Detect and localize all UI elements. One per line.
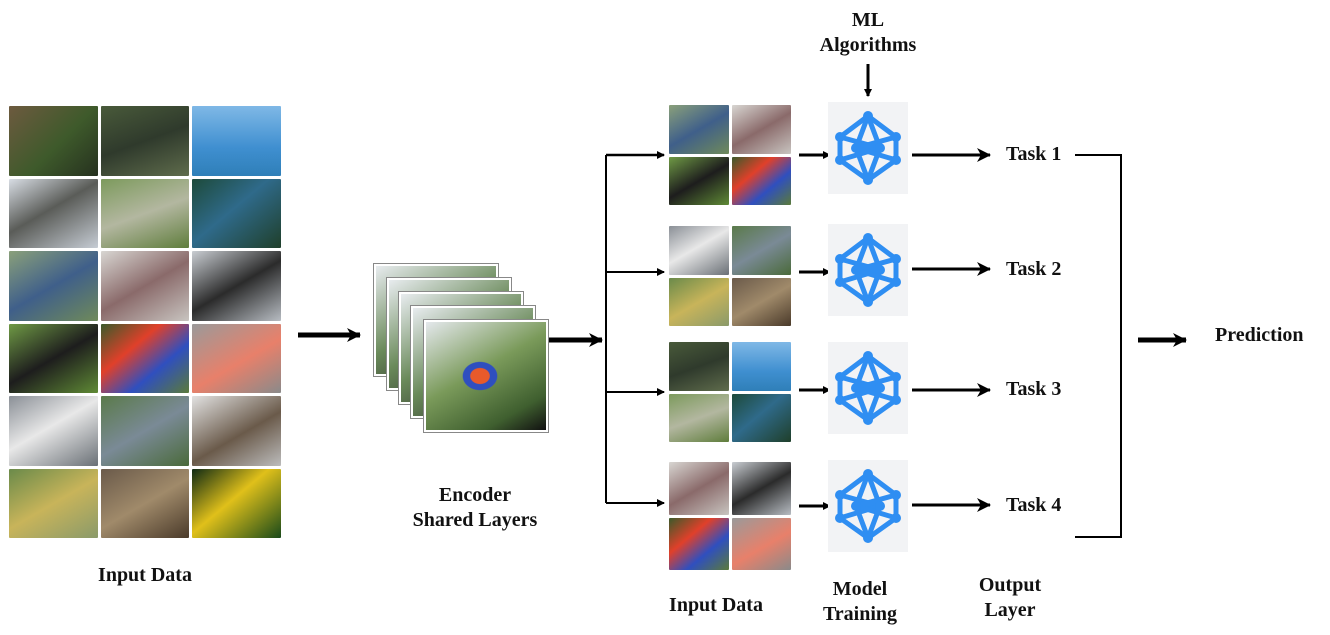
bird-photo-icon bbox=[9, 178, 98, 248]
input-data-image-grid bbox=[9, 106, 281, 538]
neural-network-icon bbox=[828, 224, 908, 316]
prediction-label: Prediction bbox=[1215, 324, 1304, 346]
bird-photo-icon bbox=[731, 156, 791, 205]
bird-photo-icon bbox=[731, 226, 791, 275]
neural-network-icon bbox=[828, 342, 908, 434]
task-bracket bbox=[1075, 154, 1122, 538]
model-training-line1: Model bbox=[832, 578, 888, 600]
bird-photo-icon bbox=[731, 342, 791, 391]
bird-photo-icon bbox=[192, 323, 281, 393]
encoder-layer-front bbox=[424, 320, 548, 432]
task-4-image-grid bbox=[669, 462, 791, 570]
task-1-label: Task 1 bbox=[1006, 143, 1062, 165]
bird-photo-icon bbox=[100, 323, 190, 393]
output-layer-line2: Layer bbox=[984, 599, 1036, 621]
input-data-2-label: Input Data bbox=[669, 594, 763, 616]
output-layer-label: Output Layer bbox=[940, 573, 1080, 623]
bird-photo-icon bbox=[669, 105, 729, 154]
bird-photo-icon bbox=[731, 277, 791, 326]
model-training-line2: Training bbox=[822, 603, 898, 625]
bird-photo-icon bbox=[9, 106, 98, 176]
task-2-label: Task 2 bbox=[1006, 258, 1062, 280]
task-3-image-grid bbox=[669, 342, 791, 442]
bird-photo-icon bbox=[100, 396, 190, 466]
bird-photo-icon bbox=[100, 251, 190, 321]
task-4-label: Task 4 bbox=[1006, 494, 1062, 516]
ml-algorithms-label: ML Algorithms bbox=[793, 8, 943, 58]
bird-photo-icon bbox=[9, 396, 98, 466]
encoder-label-line2: Shared Layers bbox=[412, 509, 538, 531]
task-3-label: Task 3 bbox=[1006, 378, 1062, 400]
bird-photo-icon bbox=[9, 323, 98, 393]
bird-photo-icon bbox=[192, 396, 281, 466]
bird-photo-icon bbox=[669, 277, 729, 326]
bird-photo-icon bbox=[669, 517, 729, 570]
bird-photo-icon bbox=[731, 517, 791, 570]
bird-photo-icon bbox=[669, 156, 729, 205]
input-data-label: Input Data bbox=[98, 564, 192, 586]
bird-photo-icon bbox=[100, 106, 190, 176]
task-1-image-grid bbox=[669, 105, 791, 205]
bird-photo-icon bbox=[9, 468, 98, 538]
task-2-image-grid bbox=[669, 226, 791, 326]
bird-photo-icon bbox=[669, 462, 729, 515]
ml-algorithms-line1: ML bbox=[851, 9, 885, 31]
bird-photo-icon bbox=[731, 393, 791, 442]
bird-photo-icon bbox=[192, 251, 281, 321]
ml-algorithms-line2: Algorithms bbox=[819, 34, 917, 56]
bird-photo-icon bbox=[731, 105, 791, 154]
bird-photo-icon bbox=[669, 226, 729, 275]
bird-photo-icon bbox=[731, 462, 791, 515]
bird-photo-icon bbox=[192, 468, 281, 538]
bird-photo-icon bbox=[100, 468, 190, 538]
encoder-label-line1: Encoder bbox=[438, 484, 512, 506]
model-training-label: Model Training bbox=[790, 577, 930, 627]
bird-photo-icon bbox=[669, 342, 729, 391]
bird-photo-icon bbox=[669, 393, 729, 442]
encoder-label: Encoder Shared Layers bbox=[390, 483, 560, 533]
neural-network-icon bbox=[828, 460, 908, 552]
bird-photo-icon bbox=[9, 251, 98, 321]
bird-photo-icon bbox=[192, 178, 281, 248]
bird-photo-icon bbox=[192, 106, 281, 176]
neural-network-icon bbox=[828, 102, 908, 194]
output-layer-line1: Output bbox=[978, 574, 1042, 596]
bird-photo-icon bbox=[100, 178, 190, 248]
